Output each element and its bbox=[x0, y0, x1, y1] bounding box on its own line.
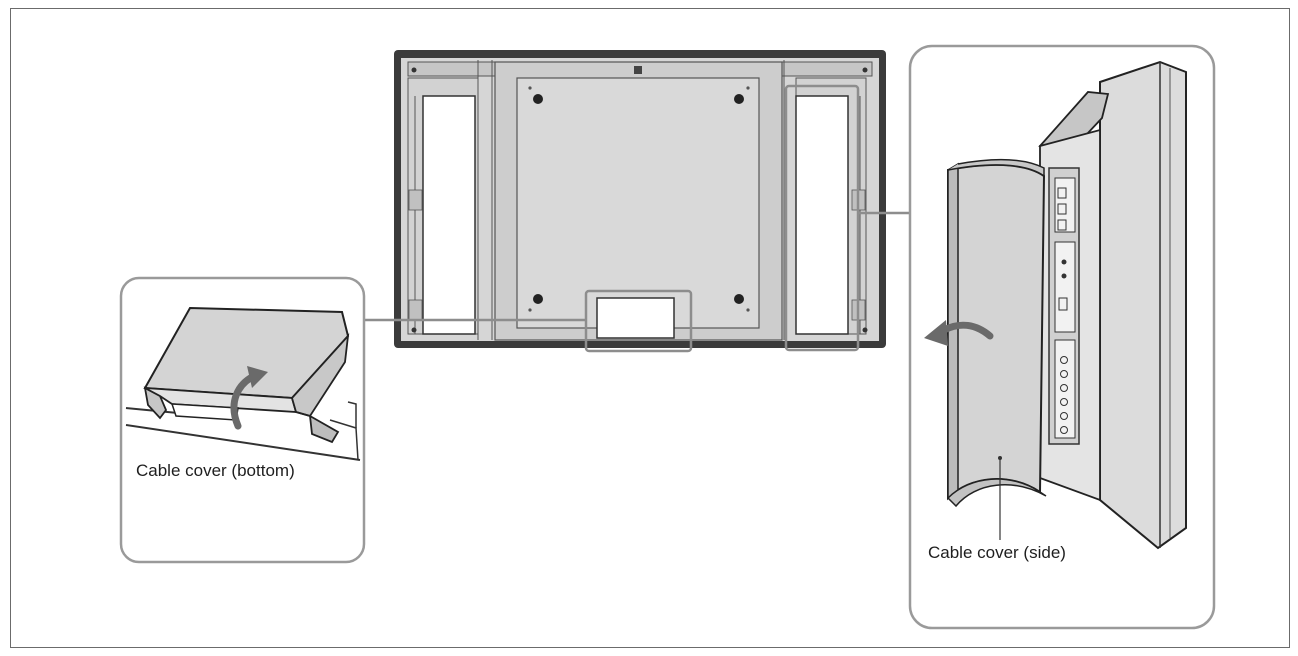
side-cable-cover bbox=[947, 163, 1046, 501]
monitor-side-edge bbox=[1099, 60, 1187, 550]
screw-hole-icon bbox=[533, 294, 543, 304]
side-cover-highlight bbox=[784, 84, 860, 352]
curved-arrow-left-icon bbox=[940, 321, 994, 340]
right-cable-channel bbox=[795, 95, 849, 335]
monitor-rear-view bbox=[394, 50, 886, 353]
curved-arrow-up-icon bbox=[230, 372, 258, 430]
bottom-cover-label: Cable cover (bottom) bbox=[136, 461, 295, 480]
bottom-cover-callout bbox=[119, 276, 366, 564]
bottom-cable-cover-on-monitor bbox=[596, 297, 675, 339]
side-cover-callout bbox=[908, 44, 1216, 630]
diagram-frame bbox=[10, 8, 1290, 648]
side-cover-label: Cable cover (side) bbox=[928, 543, 1066, 562]
mark-icon bbox=[634, 66, 642, 74]
left-cable-channel bbox=[422, 95, 476, 335]
screw-hole-icon bbox=[734, 294, 744, 304]
screw-hole-icon bbox=[533, 94, 543, 104]
screw-hole-icon bbox=[734, 94, 744, 104]
